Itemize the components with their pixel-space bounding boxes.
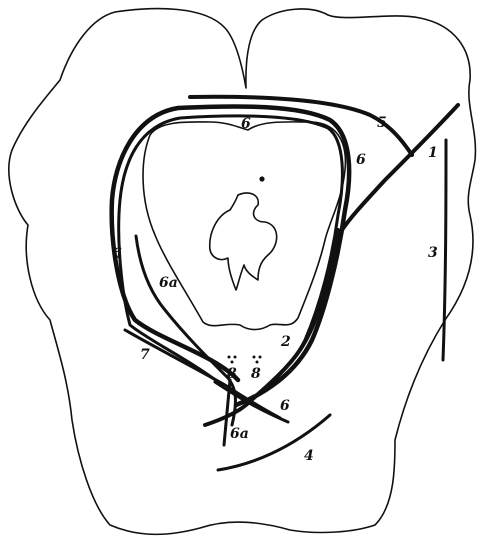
label-3: 3: [428, 245, 438, 261]
label-6-bottom: 6: [280, 398, 290, 414]
label-6a-left: 6a: [159, 275, 178, 291]
label-6-right: 6: [356, 152, 366, 168]
dots-8-left: [228, 356, 237, 364]
label-8-left: 8: [227, 366, 237, 382]
ventricle-outline: [143, 122, 345, 330]
label-7: 7: [140, 347, 150, 363]
label-6-left: 6: [112, 246, 122, 262]
label-1: 1: [428, 145, 438, 161]
dots-8-right: [253, 356, 262, 364]
tract-3: [443, 140, 446, 360]
ventricle-dot: [259, 176, 264, 181]
label-6-top: 6: [241, 116, 251, 132]
label-2: 2: [280, 334, 291, 350]
label-6a-bottom: 6a: [230, 426, 249, 442]
label-8-right: 8: [251, 366, 261, 382]
label-4: 4: [304, 448, 314, 464]
central-cavity-outline: [210, 193, 277, 290]
label-5: 5: [377, 115, 387, 131]
